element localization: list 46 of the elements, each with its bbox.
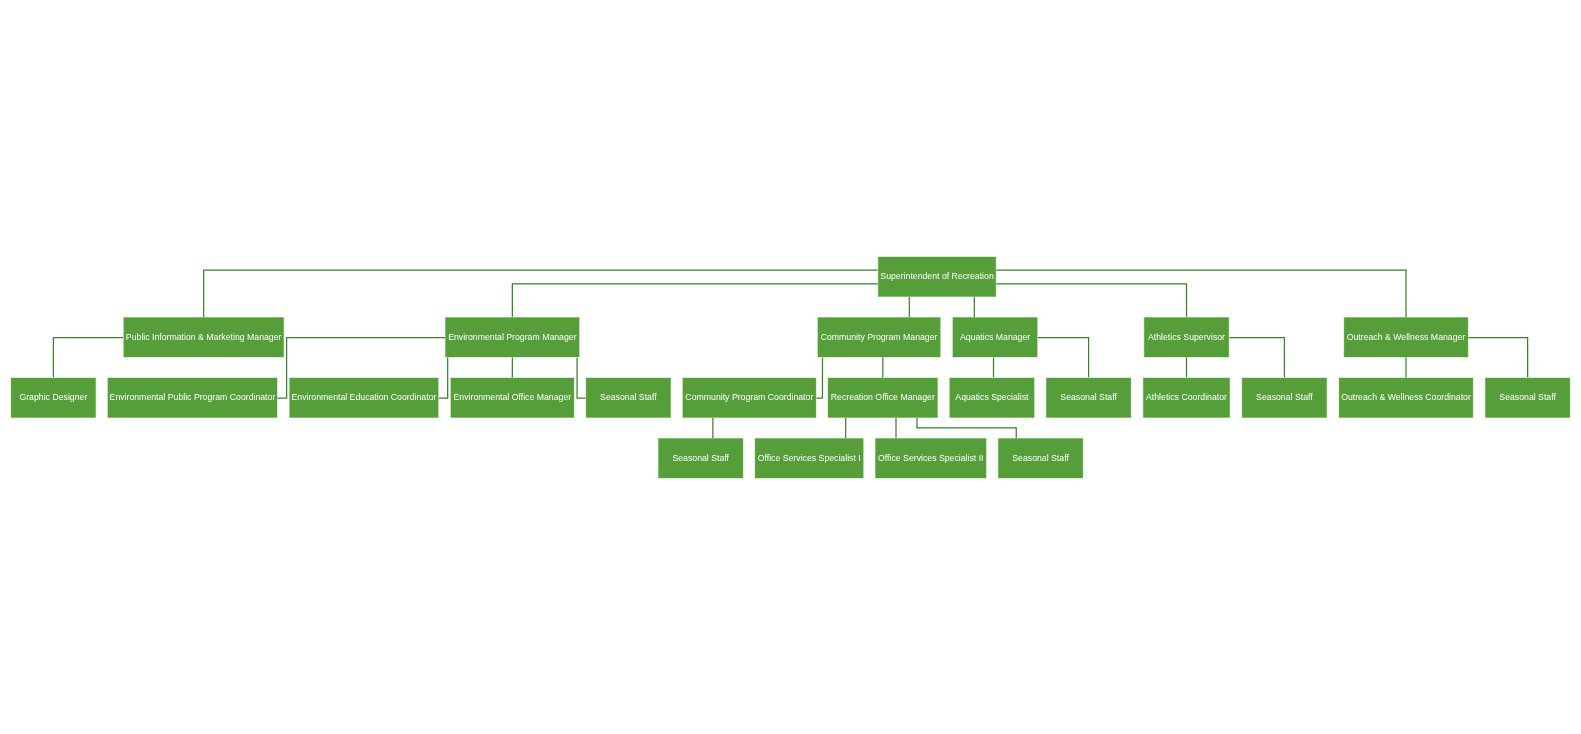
node-box: Recreation Office Manager — [827, 376, 939, 418]
node-box: Community Program Coordinator — [682, 376, 817, 418]
node-box: Athletics Coordinator — [1142, 376, 1231, 418]
connector — [916, 416, 1017, 438]
node-box: Outreach & Wellness Manager — [1343, 316, 1469, 358]
node-box: Outreach & Wellness Coordinator — [1338, 376, 1474, 418]
node-box: Seasonal Staff — [585, 376, 672, 418]
connector — [995, 282, 1188, 317]
connector — [52, 336, 124, 378]
node-box: Environmental Office Manager — [450, 376, 575, 418]
connector — [276, 336, 446, 399]
connector — [511, 282, 879, 317]
node-box: Aquatics Specialist — [948, 376, 1035, 418]
node-box: Seasonal Staff — [657, 437, 744, 479]
connector — [712, 416, 714, 438]
connector — [882, 356, 884, 378]
node-box: Seasonal Staff — [997, 437, 1084, 479]
node-box: Graphic Designer — [10, 376, 97, 418]
connector — [576, 356, 587, 399]
connector — [995, 269, 1407, 318]
connector — [992, 356, 995, 378]
node-box: Office Services Specialist I — [754, 437, 865, 479]
connector — [511, 356, 513, 378]
connector — [1037, 336, 1090, 378]
node-box: Superintendent of Recreation — [877, 255, 997, 297]
connector — [973, 295, 975, 317]
connector — [845, 416, 847, 438]
node-box: Community Program Manager — [817, 316, 942, 358]
connector — [895, 416, 897, 438]
connector — [1185, 356, 1188, 378]
connector — [1228, 336, 1286, 378]
connector — [203, 269, 879, 318]
node-box: Seasonal Staff — [1484, 376, 1571, 418]
node-box: Seasonal Staff — [1045, 376, 1132, 418]
node-box: Environmental Public Program Coordinator — [107, 376, 278, 418]
connector — [438, 356, 449, 399]
node-box: Environmental Program Manager — [444, 316, 580, 358]
node-box: Athletics Supervisor — [1143, 316, 1230, 358]
node-box: Environmental Education Coordinator — [288, 376, 440, 418]
node-box: Seasonal Staff — [1241, 376, 1328, 418]
connector — [908, 295, 910, 317]
connector — [1405, 356, 1407, 378]
connector — [1467, 336, 1529, 378]
node-box: Office Services Specialist II — [874, 437, 987, 479]
node-box: Public Information & Marketing Manager — [122, 316, 285, 358]
node-box: Aquatics Manager — [952, 316, 1039, 358]
